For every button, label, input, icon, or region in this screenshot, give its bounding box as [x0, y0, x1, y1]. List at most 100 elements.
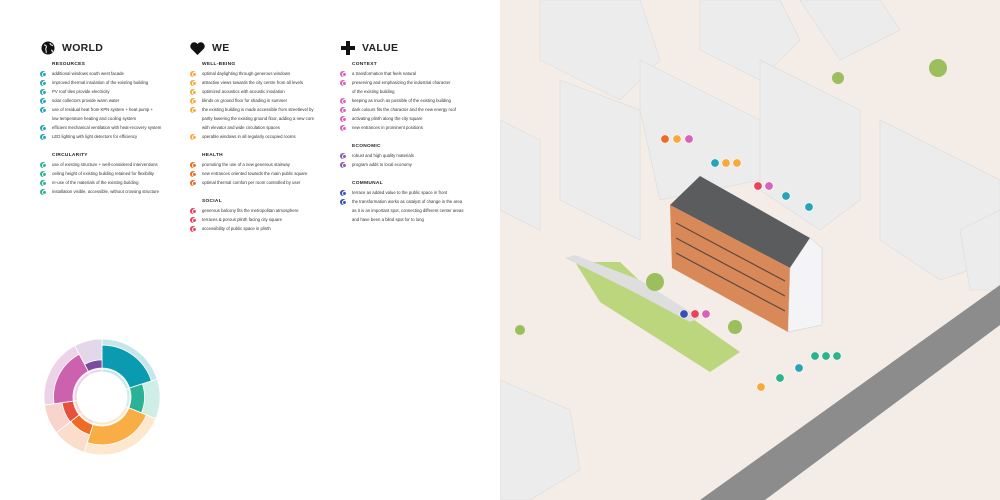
- heart-icon: [190, 41, 205, 56]
- section-title: CIRCULARITY: [52, 153, 88, 158]
- item-text: improved thermal insulation of the exist…: [52, 80, 149, 85]
- plus-icon: [340, 41, 355, 56]
- criteria-pin-icon: [756, 382, 766, 392]
- item-text: activating plinth along the city square: [352, 116, 423, 121]
- criteria-icon: [40, 170, 47, 177]
- section-title: COMMUNAL: [352, 181, 383, 186]
- list-item: program adds to local economy: [340, 160, 485, 169]
- criteria-pin-icon: [721, 158, 731, 168]
- list-item: accessibility of public space in plinth: [190, 224, 335, 233]
- surrounding-buildings: [500, 0, 1000, 500]
- section-title: CONTEXT: [352, 62, 378, 67]
- item-text: re-use of the materials of the existing …: [52, 180, 139, 185]
- section-context: CONTEXT a transformation that feels natur…: [340, 60, 485, 132]
- criteria-icon: [40, 88, 47, 95]
- item-text: use of existing structure + well-conside…: [52, 162, 158, 167]
- list-item: ceiling height of existing building reta…: [40, 169, 185, 178]
- item-text: blinds on ground floor for shading in su…: [202, 98, 288, 103]
- list-item: optimal daylighting through generous win…: [190, 69, 335, 78]
- building-facade: [670, 205, 790, 332]
- criteria-icon: [190, 106, 197, 113]
- criteria-pin-icon: [701, 309, 711, 319]
- building-gable: [787, 237, 823, 333]
- list-item: new entrances oriented towards the main …: [190, 169, 335, 178]
- list-item: operable windows in all regularly occupi…: [190, 132, 335, 141]
- item-text: partly lowering the existing ground floo…: [202, 116, 315, 121]
- criteria-icon: [40, 97, 47, 104]
- column-header: WE: [190, 40, 335, 56]
- item-text: PV roof tiles provide electricity: [52, 89, 110, 94]
- criteria-icon: [190, 79, 197, 86]
- section-circularity: CIRCULARITY use of existing structure + w…: [40, 151, 185, 196]
- criteria-icon: [190, 225, 197, 232]
- park-path: [565, 255, 700, 322]
- section-social: SOCIAL generous balcony fits the metropol…: [190, 197, 335, 233]
- criteria-icon: [190, 207, 197, 214]
- list-item: attractive views towards the city centre…: [190, 78, 335, 87]
- item-text: ceiling height of existing building reta…: [52, 171, 154, 176]
- section-title: WELL-BEING: [202, 62, 236, 67]
- criteria-pin-icon: [804, 202, 814, 212]
- criteria-icon: [190, 88, 197, 95]
- item-text: a transformation that feels natural: [352, 71, 417, 76]
- list-item: improved thermal insulation of the exist…: [40, 78, 185, 87]
- criteria-icon: [190, 179, 197, 186]
- list-item: optimal thermal comfort per room control…: [190, 178, 335, 187]
- column-title: WE: [212, 42, 230, 54]
- criteria-icon: [40, 106, 47, 113]
- criteria-pin-icon: [672, 134, 682, 144]
- section-title: RESOURCES: [52, 62, 86, 67]
- criteria-icon: [40, 179, 47, 186]
- list-item: blinds on ground floor for shading in su…: [190, 96, 335, 105]
- criteria-icon: [40, 133, 47, 140]
- list-item: installation visible, accessible, withou…: [40, 187, 185, 196]
- list-item: LED lighting with light detectors for ef…: [40, 132, 185, 141]
- list-item: preserving and emphasizing the industria…: [340, 78, 485, 96]
- list-item: the transformation works as catalyst of …: [340, 197, 485, 224]
- criteria-pin-icon: [679, 309, 689, 319]
- item-text: low temperature heating and cooling syst…: [52, 116, 137, 121]
- criteria-pin-icon: [821, 351, 831, 361]
- item-text: robust and high quality materials: [352, 153, 414, 158]
- list-item: additional windows south west facade: [40, 69, 185, 78]
- criteria-icon: [340, 198, 347, 205]
- list-item: PV roof tiles provide electricity: [40, 87, 185, 96]
- criteria-icon: [340, 70, 347, 77]
- item-text: attractive views towards the city centre…: [202, 80, 304, 85]
- list-item: dark colours fits the character and the …: [340, 105, 485, 114]
- criteria-icon: [340, 161, 347, 168]
- item-text: with elevator and wide circulation space…: [202, 125, 280, 130]
- list-item: terrace as added value to the public spa…: [340, 188, 485, 197]
- criteria-icon: [340, 115, 347, 122]
- item-text: optimal daylighting through generous win…: [202, 71, 291, 76]
- list-item: efficient mechanical ventilation with he…: [40, 123, 185, 132]
- list-item: optimized acoustics with acoustic insula…: [190, 87, 335, 96]
- donut-inner-ring-circularity: [124, 387, 131, 409]
- item-text: solar collectors provide warm water: [52, 98, 120, 103]
- item-text: efficient mechanical ventilation with he…: [52, 125, 162, 130]
- section-title: SOCIAL: [202, 199, 222, 204]
- item-text: the transformation works as catalyst of …: [352, 199, 463, 204]
- trees: [515, 59, 947, 335]
- criteria-icon: [340, 97, 347, 104]
- criteria-pin-icon: [764, 181, 774, 191]
- building-roof: [670, 176, 810, 268]
- list-item: generous balcony fits the metropolitan a…: [190, 206, 335, 215]
- criteria-pin-icon: [660, 134, 670, 144]
- criteria-icon: [190, 70, 197, 77]
- criteria-icon: [190, 133, 197, 140]
- list-item: new entrances in prominent positions: [340, 123, 485, 132]
- item-text: use of residual heat from KPN system + h…: [52, 107, 154, 112]
- street: [700, 285, 1000, 500]
- column-title: VALUE: [362, 42, 399, 54]
- donut-segment-resources: [101, 344, 152, 389]
- list-item: use of residual heat from KPN system + h…: [40, 105, 185, 123]
- criteria-icon: [340, 189, 347, 196]
- donut-inner-ring-economic: [88, 368, 103, 376]
- list-item: re-use of the materials of the existing …: [40, 178, 185, 187]
- criteria-icon: [40, 161, 47, 168]
- list-item: the existing building is made accessible…: [190, 105, 335, 132]
- item-text: accessibility of public space in plinth: [202, 226, 271, 231]
- criteria-pin-icon: [810, 351, 820, 361]
